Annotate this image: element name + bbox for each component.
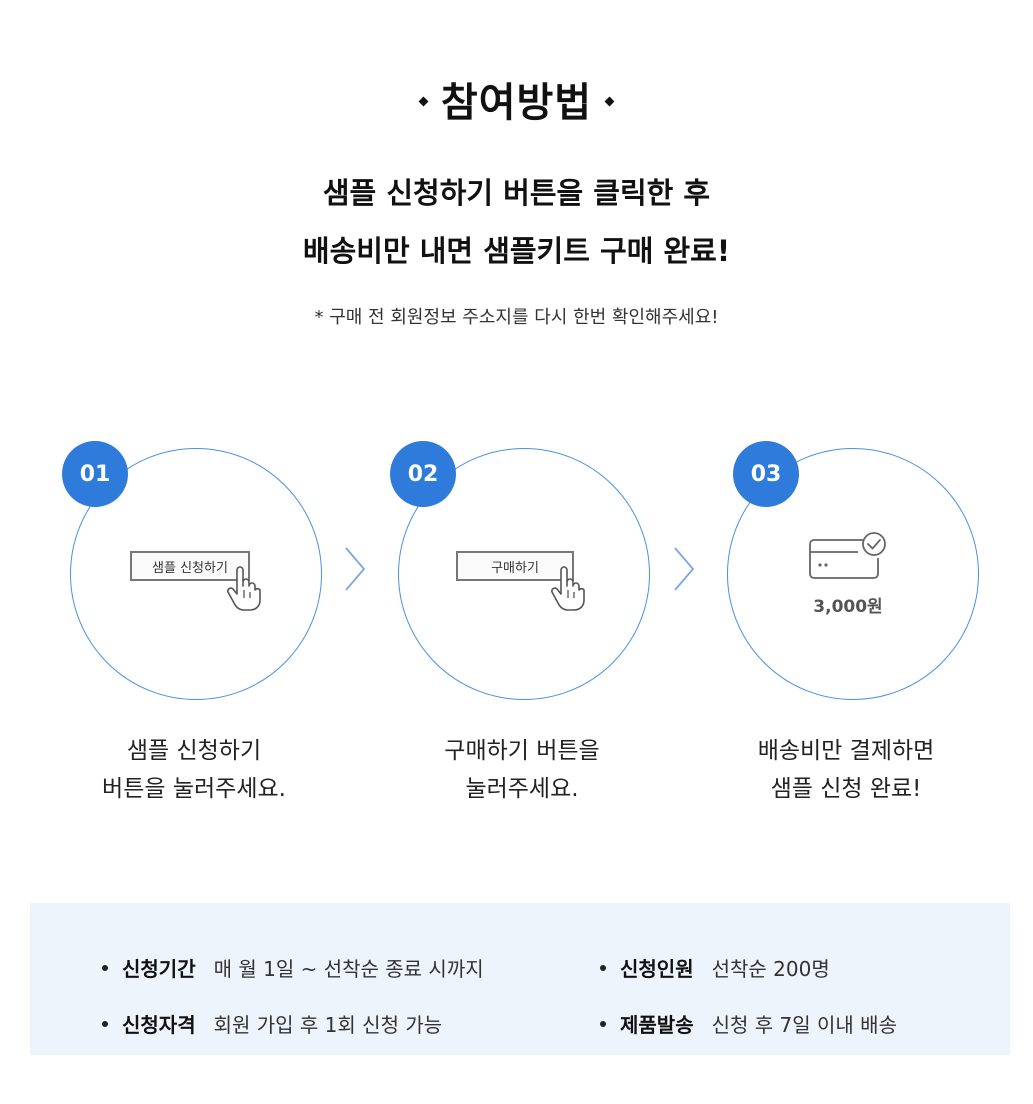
info-applicant-count: 신청인원 선착순 200명 — [600, 953, 830, 982]
bullet-icon — [600, 1020, 606, 1027]
step-2-caption: 구매하기 버튼을 눌러주세요. — [444, 738, 600, 802]
step-1-caption: 샘플 신청하기 버튼을 눌러주세요. — [102, 738, 286, 802]
payment-card-check-icon — [809, 532, 886, 579]
info-box: 신청기간 매 월 1일 ~ 선착순 종료 시까지 신청인원 선착순 200명 신… — [30, 903, 1010, 1055]
section-title: 참여방법 — [0, 70, 1033, 128]
bullet-icon — [600, 964, 606, 971]
info-application-period: 신청기간 매 월 1일 ~ 선착순 종료 시까지 — [102, 953, 484, 982]
step-3-badge: 03 — [733, 441, 799, 507]
notice-text: * 구매 전 회원정보 주소지를 다시 한번 확인해주세요! — [314, 307, 719, 328]
chevron-right-icon — [345, 547, 366, 591]
step-1-badge: 01 — [62, 441, 128, 507]
headline-line-2: 배송비만 내면 샘플키트 구매 완료! — [302, 234, 731, 268]
step-3-caption: 배송비만 결제하면 샘플 신청 완료! — [757, 738, 935, 802]
diamond-bullet-icon — [604, 96, 615, 106]
shipping-price: 3,000원 — [813, 597, 883, 617]
diamond-bullet-icon — [418, 96, 429, 106]
bullet-icon — [102, 1020, 108, 1027]
headline-line-1: 샘플 신청하기 버튼을 클릭한 후 — [322, 176, 711, 210]
purchase-button-illustration: 구매하기 — [456, 551, 574, 581]
pointer-hand-icon — [227, 566, 261, 611]
pointer-hand-icon — [551, 566, 585, 611]
sample-apply-button-illustration: 샘플 신청하기 — [130, 551, 250, 581]
info-shipping: 제품발송 신청 후 7일 이내 배송 — [600, 1009, 897, 1038]
bullet-icon — [102, 964, 108, 971]
chevron-right-icon — [674, 547, 695, 591]
step-2-badge: 02 — [390, 441, 456, 507]
info-eligibility: 신청자격 회원 가입 후 1회 신청 가능 — [102, 1009, 442, 1038]
